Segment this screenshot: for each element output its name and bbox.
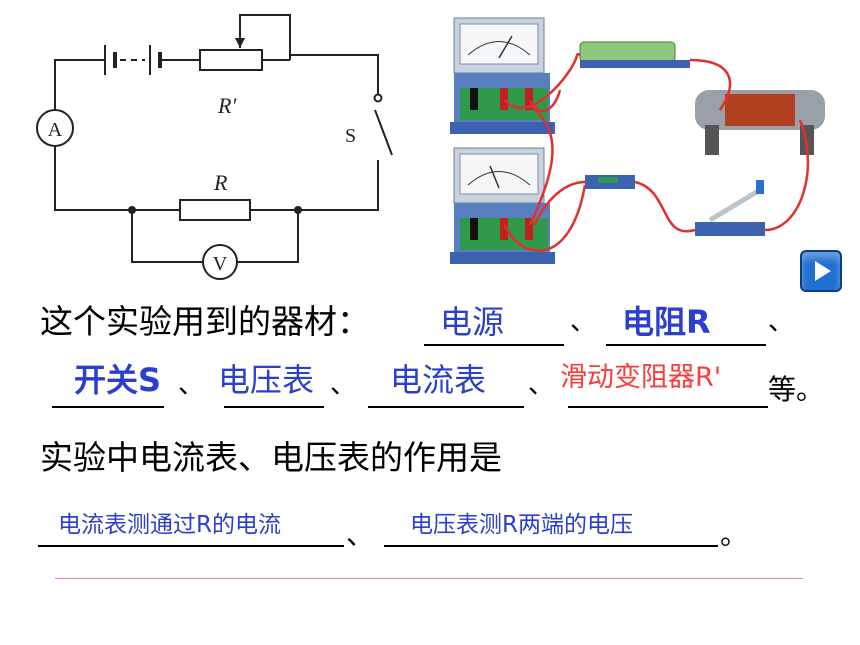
question1-prefix: 这个实验用到的器材： [40, 302, 370, 341]
separator: 、 [570, 307, 597, 337]
resistor-label: R [213, 170, 228, 195]
blank-3 [52, 406, 164, 408]
answer-ammeter-role: 电流表测通过R的电流 [58, 512, 281, 538]
separator: 、 [528, 370, 555, 400]
answer-power-source: 电源 [440, 303, 505, 341]
voltmeter-label: V [213, 253, 228, 275]
blank-6 [568, 406, 768, 408]
play-button[interactable] [800, 250, 842, 292]
separator: 、 [178, 370, 205, 400]
blank-4 [224, 406, 324, 408]
answer-voltmeter-role: 电压表测R两端的电压 [410, 512, 633, 538]
switch-label: S [345, 125, 356, 147]
blank-2 [606, 344, 766, 346]
answer-switch: 开关S [74, 361, 162, 399]
separator: 、 [346, 518, 375, 551]
question2-end: 。 [720, 518, 749, 551]
answer-ammeter: 电流表 [390, 361, 487, 399]
apparatus-illustration [450, 17, 825, 264]
answer-voltmeter: 电压表 [218, 361, 315, 399]
blank-5 [368, 406, 524, 408]
separator: 、 [330, 370, 357, 400]
question2-prompt: 实验中电流表、电压表的作用是 [40, 438, 502, 477]
ammeter-label: A [48, 119, 63, 141]
ammeter-device [450, 17, 555, 134]
question1-suffix: 等。 [768, 373, 825, 406]
voltmeter-device [450, 147, 555, 264]
blank-7 [38, 545, 344, 547]
blank-8 [384, 545, 718, 547]
blank-1 [424, 344, 564, 346]
rheostat-label: R′ [217, 93, 237, 118]
answer-rheostat: 滑动变阻器R' [560, 362, 722, 393]
bottom-divider [55, 578, 803, 579]
answer-resistor: 电阻R [622, 303, 711, 341]
circuit-diagram: A V R′ R S [36, 14, 393, 280]
separator: 、 [768, 307, 795, 337]
